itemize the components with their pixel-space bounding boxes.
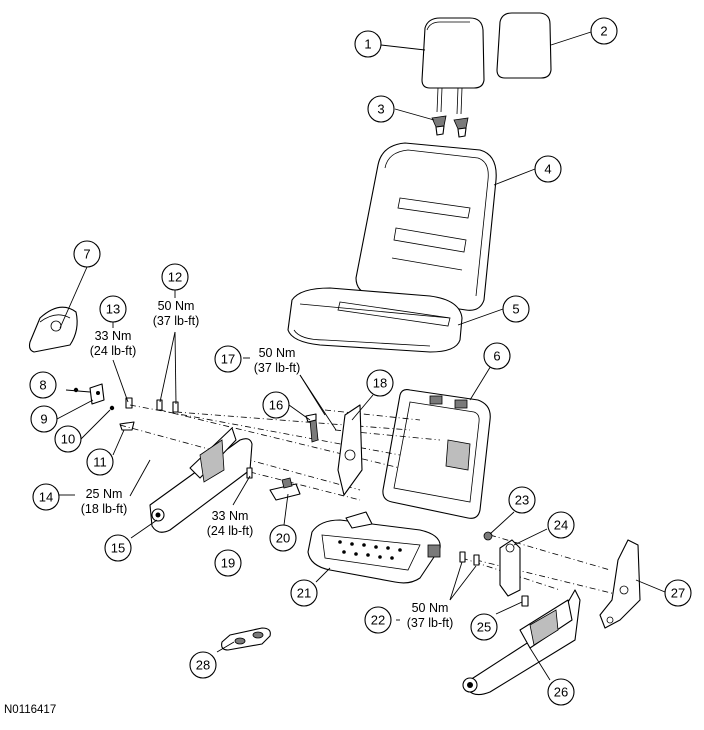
pad-part <box>221 627 271 651</box>
backrest-frame-part <box>382 389 491 519</box>
svg-text:20: 20 <box>276 531 290 546</box>
bolts-12-13 <box>125 397 179 413</box>
callout-19: 19 <box>214 549 242 577</box>
recliner-bracket-part <box>337 404 363 496</box>
small-fasteners <box>65 383 135 431</box>
callout-15: 15 <box>104 534 132 562</box>
svg-text:18: 18 <box>373 376 387 391</box>
backrest-cushion-part <box>355 142 497 311</box>
leader-lines <box>56 31 666 681</box>
callout-4: 4 <box>534 155 562 183</box>
callout-22: 22 <box>364 606 392 634</box>
callout-9: 9 <box>30 405 58 433</box>
svg-text:16: 16 <box>269 398 283 413</box>
torque-17-nm: 50 Nm <box>259 346 296 360</box>
headrest-part <box>421 17 485 115</box>
callout-24: 24 <box>547 511 575 539</box>
torque-17-lbft: (37 lb-ft) <box>254 361 301 375</box>
callout-11: 11 <box>86 448 114 476</box>
callout-28: 28 <box>189 651 217 679</box>
svg-text:6: 6 <box>493 349 500 364</box>
svg-text:27: 27 <box>671 586 685 601</box>
bolt-25 <box>521 595 529 607</box>
callout-26: 26 <box>547 678 575 706</box>
latch-handle-part <box>305 413 319 443</box>
callout-14: 14 <box>32 483 60 511</box>
svg-text:22: 22 <box>371 613 385 628</box>
torque-14-lbft: (18 lb-ft) <box>81 502 128 516</box>
torque-22-nm: 50 Nm <box>412 601 449 615</box>
callout-6: 6 <box>483 342 511 370</box>
callout-18: 18 <box>366 369 394 397</box>
callout-16: 16 <box>262 391 290 419</box>
svg-text:15: 15 <box>111 541 125 556</box>
riser-link-part <box>499 539 521 597</box>
svg-text:24: 24 <box>554 518 568 533</box>
callout-1: 1 <box>354 30 382 58</box>
svg-text:8: 8 <box>39 378 46 393</box>
callout-12: 12 <box>161 263 189 291</box>
svg-text:4: 4 <box>544 162 551 177</box>
torque-12-lbft: (37 lb-ft) <box>153 314 200 328</box>
torque-14-nm: 25 Nm <box>86 487 123 501</box>
svg-text:10: 10 <box>61 432 75 447</box>
bolts-22 <box>459 551 480 566</box>
torque-19-lbft: (24 lb-ft) <box>207 524 254 538</box>
callout-3: 3 <box>367 95 395 123</box>
callout-5: 5 <box>502 295 530 323</box>
svg-text:23: 23 <box>515 493 529 508</box>
left-seat-track-part <box>149 427 253 533</box>
callout-27: 27 <box>664 579 692 607</box>
torque-13-nm: 33 Nm <box>95 329 132 343</box>
svg-text:21: 21 <box>297 586 311 601</box>
callout-20: 20 <box>269 524 297 552</box>
seat-cushion-part <box>287 287 463 353</box>
callout-13: 13 <box>99 295 127 323</box>
svg-text:28: 28 <box>196 658 210 673</box>
torque-specs: 50 Nm (37 lb-ft) 33 Nm (24 lb-ft) 50 Nm … <box>81 299 454 630</box>
callout-7: 7 <box>73 240 101 268</box>
svg-text:25: 25 <box>477 620 491 635</box>
headrest-alternate-part <box>496 12 552 79</box>
right-seat-track-part <box>462 589 581 696</box>
svg-text:5: 5 <box>512 302 519 317</box>
callout-8: 8 <box>29 371 57 399</box>
mount-bracket-part <box>269 477 301 501</box>
svg-text:7: 7 <box>83 247 90 262</box>
torque-22-lbft: (37 lb-ft) <box>407 616 454 630</box>
svg-text:26: 26 <box>554 685 568 700</box>
svg-text:3: 3 <box>377 102 384 117</box>
callout-10: 10 <box>54 425 82 453</box>
callout-17: 17 <box>214 345 242 373</box>
svg-text:11: 11 <box>93 455 107 470</box>
svg-text:14: 14 <box>39 490 53 505</box>
figure-id-label: N0116417 <box>4 704 57 716</box>
bolt-19 <box>246 467 253 479</box>
callout-2: 2 <box>590 17 618 45</box>
callout-25: 25 <box>470 613 498 641</box>
recliner-part <box>599 539 641 629</box>
seat-pan-part <box>307 511 441 584</box>
svg-text:1: 1 <box>364 37 371 52</box>
torque-13-lbft: (24 lb-ft) <box>90 344 137 358</box>
headrest-guide-part <box>431 115 469 138</box>
torque-19-nm: 33 Nm <box>212 509 249 523</box>
svg-text:13: 13 <box>106 302 120 317</box>
side-cover-part <box>28 306 78 353</box>
torque-12-nm: 50 Nm <box>158 299 195 313</box>
svg-text:17: 17 <box>221 352 235 367</box>
svg-text:9: 9 <box>40 412 47 427</box>
svg-text:12: 12 <box>168 270 182 285</box>
callout-23: 23 <box>508 486 536 514</box>
callout-21: 21 <box>290 579 318 607</box>
svg-text:2: 2 <box>600 24 607 39</box>
svg-text:19: 19 <box>221 556 235 571</box>
